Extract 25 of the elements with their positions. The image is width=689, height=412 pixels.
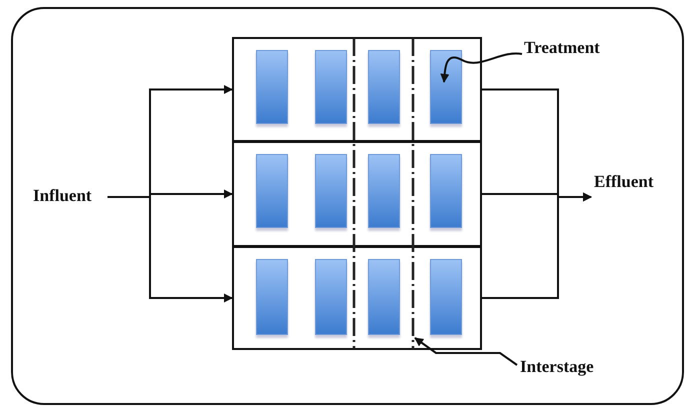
treatment-train	[232, 246, 482, 350]
leader-line	[414, 337, 518, 366]
treatment-tank	[430, 50, 462, 124]
flow-label: Effluent	[594, 172, 654, 192]
flow-label: Influent	[33, 186, 92, 206]
treatment-tank	[256, 259, 288, 335]
treatment-train	[232, 141, 482, 247]
treatment-tank	[256, 50, 288, 124]
interstage-divider	[411, 38, 415, 349]
flow-arrow	[482, 192, 592, 299]
treatment-train	[232, 37, 482, 142]
treatment-tank	[430, 259, 462, 335]
treatment-tank	[430, 154, 462, 228]
treatment-tank	[256, 154, 288, 228]
flow-label: Treatment	[524, 38, 600, 58]
treatment-tank	[315, 154, 347, 228]
treatment-tank	[315, 259, 347, 335]
treatment-tank	[368, 50, 400, 124]
flow-arrow	[108, 196, 233, 302]
treatment-tank	[368, 154, 400, 228]
treatment-tank	[368, 259, 400, 335]
treatment-tank	[315, 50, 347, 124]
interstage-divider	[352, 38, 356, 349]
leader-line	[440, 52, 522, 83]
flow-label: Interstage	[520, 357, 594, 377]
